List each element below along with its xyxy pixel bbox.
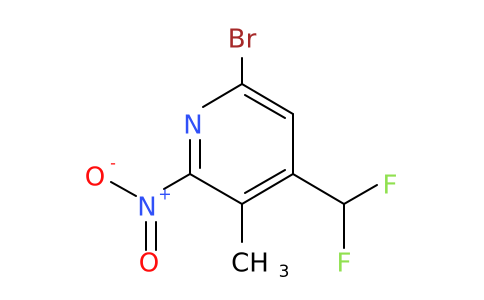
bond-c6-c5	[241, 83, 294, 115]
bond-nnitro-ominus	[110, 181, 137, 197]
bond-c6-c5-inner	[244, 94, 286, 119]
atom-n-nitro: N	[137, 193, 156, 223]
atom-f-lower: F	[337, 249, 352, 279]
atom-o-minus: O	[85, 163, 105, 193]
atom-o-minus-charge: -	[110, 154, 116, 173]
atom-n-ring: N	[183, 111, 202, 141]
atom-f-upper: F	[383, 171, 398, 201]
bond-c4-c3-inner	[244, 169, 286, 194]
bond-c3-c2	[189, 173, 243, 205]
atom-methyl-subscript: 3	[279, 262, 290, 282]
atom-br: Br	[228, 25, 257, 55]
bond-c2-nnitro	[163, 173, 191, 190]
bonds	[110, 57, 378, 251]
bond-c4-c3	[241, 173, 294, 205]
bond-c4-chf2	[292, 173, 345, 205]
atom-o-double: O	[139, 249, 159, 279]
bond-chf2-f1	[343, 184, 378, 205]
atom-n-nitro-charge: +	[158, 185, 171, 204]
atom-methyl: CH	[231, 249, 269, 279]
bond-n-c6	[202, 83, 243, 108]
atom-labels: Br N F F O - N + O CH 3	[85, 25, 398, 283]
